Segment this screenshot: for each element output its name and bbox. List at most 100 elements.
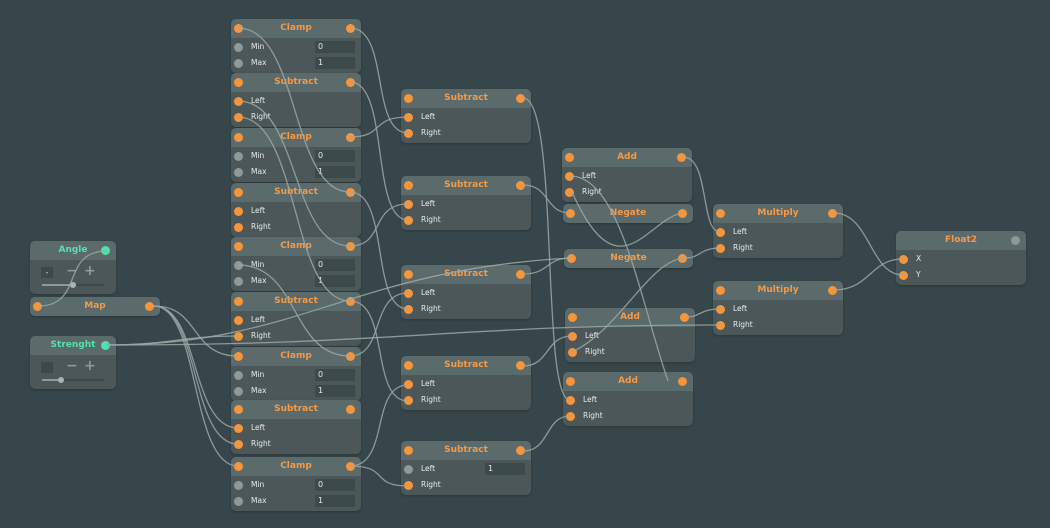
- output-port[interactable]: [828, 209, 837, 218]
- min-input-port[interactable]: [234, 480, 243, 490]
- subtract-node-header[interactable]: Subtract: [231, 292, 361, 311]
- output-port[interactable]: [145, 302, 154, 311]
- right-input-port[interactable]: [404, 128, 413, 138]
- minus-button[interactable]: −: [66, 263, 78, 279]
- y-input-port[interactable]: [899, 270, 908, 280]
- output-port[interactable]: [516, 446, 525, 455]
- subtract-node-header[interactable]: Subtract: [231, 183, 361, 202]
- output-port[interactable]: [678, 377, 687, 386]
- angle-param-node[interactable]: Angle-−+: [30, 241, 116, 294]
- input-port[interactable]: [404, 270, 413, 279]
- right-input-port[interactable]: [404, 395, 413, 405]
- clamp-node-header[interactable]: Clamp: [231, 237, 361, 256]
- value-box[interactable]: [41, 362, 53, 373]
- multiply-node-header[interactable]: Multiply: [713, 204, 843, 223]
- slider-handle[interactable]: [70, 282, 76, 288]
- output-port[interactable]: [346, 24, 355, 33]
- min-value-field[interactable]: 0: [315, 41, 355, 53]
- output-port[interactable]: [346, 405, 355, 414]
- max-input-port[interactable]: [234, 58, 243, 68]
- float2-node-header[interactable]: Float2: [896, 231, 1026, 250]
- negate-node-header[interactable]: Negate: [564, 249, 693, 268]
- subtract-node-header[interactable]: Subtract: [231, 400, 361, 419]
- right-input-port[interactable]: [404, 304, 413, 314]
- max-value-field[interactable]: 1: [315, 385, 355, 397]
- right-input-port[interactable]: [234, 331, 243, 341]
- left-input-port[interactable]: [234, 96, 243, 106]
- slider-handle[interactable]: [57, 377, 64, 383]
- left-input-port[interactable]: [234, 315, 243, 325]
- input-port[interactable]: [404, 361, 413, 370]
- input-port[interactable]: [716, 286, 725, 295]
- output-port[interactable]: [346, 188, 355, 197]
- input-port[interactable]: [234, 405, 243, 414]
- left-input-port[interactable]: [404, 379, 413, 389]
- plus-button[interactable]: +: [84, 263, 96, 279]
- output-port[interactable]: [346, 352, 355, 361]
- output-port[interactable]: [516, 270, 525, 279]
- subtract-node-header[interactable]: Subtract: [401, 356, 531, 375]
- output-port[interactable]: [101, 341, 110, 350]
- input-port[interactable]: [234, 462, 243, 471]
- input-port[interactable]: [404, 446, 413, 455]
- output-port[interactable]: [346, 78, 355, 87]
- strenght-slider[interactable]: [42, 377, 104, 383]
- max-input-port[interactable]: [234, 386, 243, 396]
- negate-node[interactable]: Negate: [564, 249, 693, 268]
- max-value-field[interactable]: 1: [315, 275, 355, 287]
- plus-button[interactable]: +: [84, 358, 96, 374]
- output-port[interactable]: [516, 361, 525, 370]
- max-value-field[interactable]: 1: [315, 166, 355, 178]
- max-value-field[interactable]: 1: [315, 495, 355, 507]
- right-input-port[interactable]: [568, 347, 577, 357]
- output-port[interactable]: [828, 286, 837, 295]
- left-value-field[interactable]: 1: [485, 463, 525, 475]
- output-port[interactable]: [1011, 236, 1020, 245]
- right-input-port[interactable]: [566, 411, 575, 421]
- right-input-port[interactable]: [565, 187, 574, 197]
- output-port[interactable]: [516, 94, 525, 103]
- output-port[interactable]: [678, 254, 687, 263]
- max-input-port[interactable]: [234, 496, 243, 506]
- input-port[interactable]: [404, 94, 413, 103]
- min-value-field[interactable]: 0: [315, 479, 355, 491]
- input-port[interactable]: [234, 133, 243, 142]
- input-port[interactable]: [566, 209, 575, 218]
- clamp-node-header[interactable]: Clamp: [231, 457, 361, 476]
- left-input-port[interactable]: [404, 464, 413, 474]
- output-port[interactable]: [680, 313, 689, 322]
- input-port[interactable]: [234, 352, 243, 361]
- clamp-node-header[interactable]: Clamp: [231, 19, 361, 38]
- negate-node-header[interactable]: Negate: [563, 204, 693, 223]
- right-input-port[interactable]: [716, 243, 725, 253]
- subtract-node-header[interactable]: Subtract: [401, 89, 531, 108]
- input-port[interactable]: [234, 78, 243, 87]
- input-port[interactable]: [234, 188, 243, 197]
- input-port[interactable]: [565, 153, 574, 162]
- min-value-field[interactable]: 0: [315, 150, 355, 162]
- value-box[interactable]: -: [41, 267, 53, 278]
- output-port[interactable]: [516, 181, 525, 190]
- output-port[interactable]: [101, 246, 110, 255]
- input-port[interactable]: [566, 377, 575, 386]
- left-input-port[interactable]: [234, 206, 243, 216]
- add-node-header[interactable]: Add: [562, 148, 692, 167]
- add-node-header[interactable]: Add: [565, 308, 695, 327]
- negate-node[interactable]: Negate: [563, 204, 693, 223]
- left-input-port[interactable]: [565, 171, 574, 181]
- input-port[interactable]: [234, 242, 243, 251]
- output-port[interactable]: [678, 209, 687, 218]
- x-input-port[interactable]: [899, 254, 908, 264]
